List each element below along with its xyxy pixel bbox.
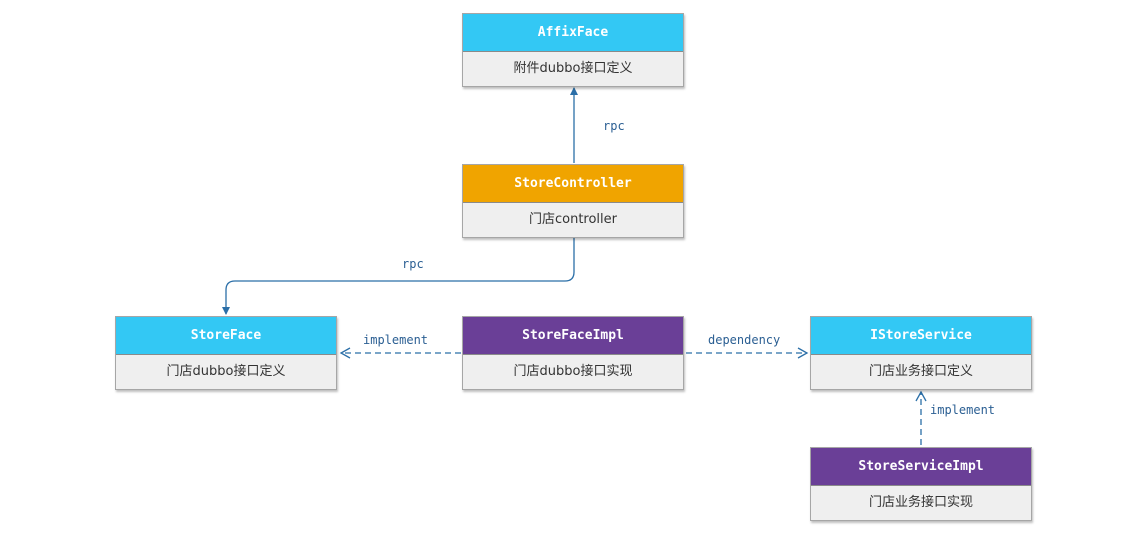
node-title: AffixFace	[463, 14, 683, 52]
edge-label-implement-istoreservice: implement	[930, 403, 996, 417]
node-title: StoreFaceImpl	[463, 317, 683, 355]
node-description: 门店dubbo接口定义	[116, 355, 336, 389]
node-title: IStoreService	[811, 317, 1031, 355]
edge-label-rpc-affix: rpc	[603, 119, 625, 133]
node-affixface[interactable]: AffixFace 附件dubbo接口定义	[462, 13, 684, 87]
node-description: 门店业务接口实现	[811, 486, 1031, 520]
node-title: StoreController	[463, 165, 683, 203]
node-istoreservice[interactable]: IStoreService 门店业务接口定义	[810, 316, 1032, 390]
node-description: 门店dubbo接口实现	[463, 355, 683, 389]
edge-label-implement-storeface: implement	[363, 333, 429, 347]
node-title: StoreFace	[116, 317, 336, 355]
edge-label-dependency: dependency	[708, 333, 781, 347]
node-storeface[interactable]: StoreFace 门店dubbo接口定义	[115, 316, 337, 390]
node-description: 附件dubbo接口定义	[463, 52, 683, 86]
edge-label-rpc-storeface: rpc	[402, 257, 424, 271]
node-description: 门店controller	[463, 203, 683, 237]
edge-controller-to-storeface	[222, 238, 575, 315]
node-storeserviceimpl[interactable]: StoreServiceImpl 门店业务接口实现	[810, 447, 1032, 521]
node-description: 门店业务接口定义	[811, 355, 1031, 389]
node-storecontroller[interactable]: StoreController 门店controller	[462, 164, 684, 238]
node-title: StoreServiceImpl	[811, 448, 1031, 486]
node-storefaceimpl[interactable]: StoreFaceImpl 门店dubbo接口实现	[462, 316, 684, 390]
